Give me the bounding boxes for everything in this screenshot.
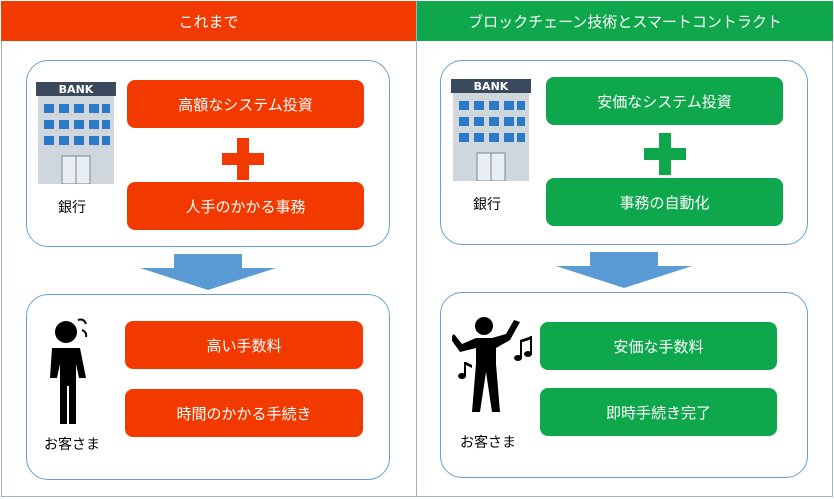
right-down-arrow: [556, 252, 692, 288]
left-bottom-item-1: 高い手数料: [125, 321, 363, 369]
bank-building-icon: BANK: [451, 79, 531, 181]
right-top-item-2: 事務の自動化: [546, 178, 783, 226]
left-bottom-item-2: 時間のかかる手続き: [125, 389, 363, 437]
column-divider: [416, 1, 417, 497]
left-top-item-1: 高額なシステム投資: [127, 80, 364, 128]
bank-sign: BANK: [474, 80, 509, 93]
left-customer-label: お客さま: [44, 437, 100, 453]
bank-building-icon: BANK: [36, 82, 116, 184]
plus-icon: [644, 133, 686, 175]
right-bottom-item-2: 即時手続き完了: [540, 388, 777, 436]
bank-sign: BANK: [59, 83, 94, 96]
right-bottom-item-1: 安価な手数料: [540, 322, 777, 370]
header-left: これまで: [1, 1, 416, 41]
left-bank-label: 銀行: [58, 200, 86, 216]
plus-icon: [222, 138, 264, 180]
right-customer-label: お客さま: [460, 435, 516, 451]
troubled-person-icon: [50, 318, 88, 424]
left-top-item-2: 人手のかかる事務: [127, 182, 364, 230]
left-down-arrow: [140, 254, 276, 290]
right-top-item-1: 安価なシステム投資: [546, 77, 783, 125]
right-bank-label: 銀行: [473, 197, 501, 213]
header-right: ブロックチェーン技術とスマートコントラクト: [417, 1, 833, 41]
happy-dancing-person-icon: [452, 317, 532, 412]
